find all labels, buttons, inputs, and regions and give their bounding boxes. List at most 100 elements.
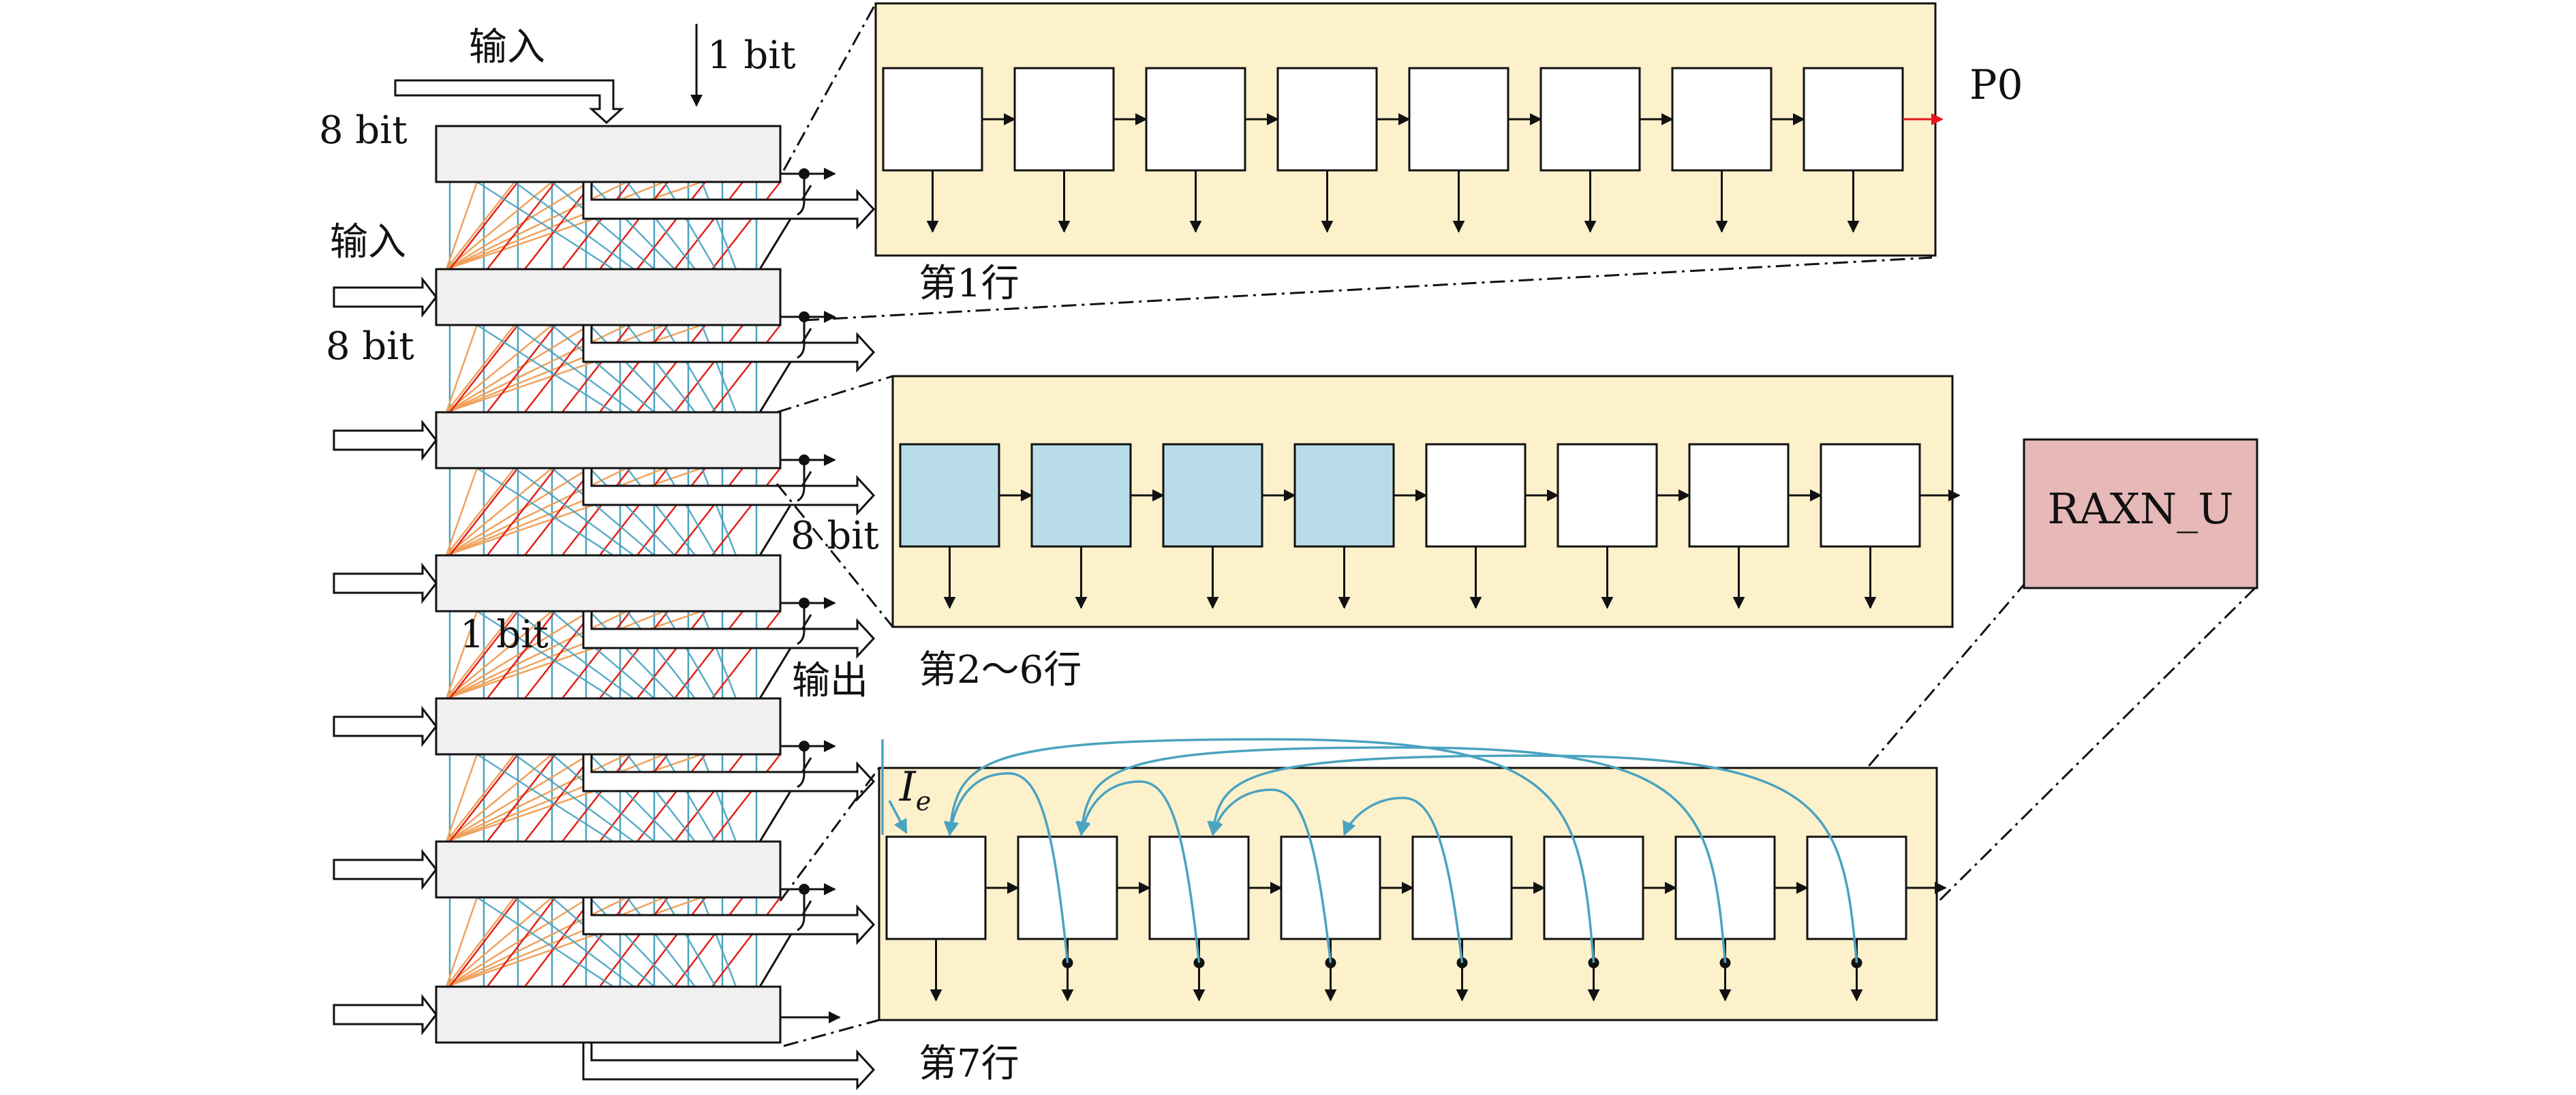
input-hollow-arrow [333, 705, 438, 747]
output-label: 输出 [792, 659, 868, 703]
teal-diagonal-link [663, 611, 717, 699]
register-row [333, 840, 876, 945]
orange-link [445, 754, 478, 842]
cell [1539, 67, 1641, 172]
teal-diagonal-link [476, 181, 614, 271]
teal-diagonal-link [626, 611, 696, 699]
ie-arrow [888, 800, 908, 834]
orange-link [446, 610, 590, 700]
red-link [599, 181, 669, 270]
red-link [487, 754, 556, 842]
teal-diagonal-link [551, 181, 655, 270]
output-hollow-arrow [582, 181, 876, 230]
register-row [333, 697, 876, 802]
output-hollow-arrow [582, 610, 876, 659]
feedback-line [797, 460, 806, 502]
cell [1425, 443, 1527, 548]
orange-link [445, 897, 478, 987]
red-link [487, 181, 556, 270]
orange-link [446, 324, 515, 413]
orange-link [445, 181, 478, 270]
orange-link [445, 324, 478, 413]
teal-diagonal-link [589, 324, 675, 413]
cell [1162, 443, 1263, 548]
orange-link [446, 754, 515, 842]
teal-diagonal-link [551, 897, 655, 987]
teal-diagonal-link [551, 611, 655, 699]
red-link [524, 754, 594, 842]
red-link [711, 611, 781, 699]
red-link [711, 181, 781, 270]
red-link [524, 611, 594, 699]
output-hollow-arrow [582, 467, 876, 516]
teal-diagonal-link [514, 753, 634, 843]
red-link [524, 324, 594, 413]
cell [1017, 835, 1118, 940]
register-box [435, 697, 782, 756]
orange-link [446, 611, 515, 699]
teal-diagonal-link [626, 467, 696, 556]
input-left-label: 输入 [330, 220, 406, 264]
teal-diagonal-link [701, 181, 737, 270]
red-link [524, 467, 594, 556]
orange-link [446, 324, 665, 414]
network-layer [445, 181, 812, 271]
output-hollow-arrow [582, 896, 876, 945]
panel-caption: 第1行 [919, 262, 1019, 306]
red-link [524, 181, 594, 270]
network-layer [445, 753, 812, 843]
teal-diagonal-link [476, 324, 614, 414]
feedback-line [797, 317, 806, 359]
feedback-curve [945, 772, 1069, 963]
orange-link [446, 610, 665, 700]
teal-diagonal-link [589, 611, 675, 699]
annotation-labels: 输入 1 bit 8 bit 输入 8 bit 8 bit 1 bit 输出 P… [319, 25, 2023, 816]
red-link [637, 324, 706, 413]
cell [1280, 835, 1381, 940]
red-link [599, 897, 669, 987]
teal-diagonal-link [476, 896, 614, 988]
cell [1013, 67, 1115, 172]
teal-diagonal-link [626, 754, 696, 842]
teal-diagonal-link [701, 754, 737, 842]
cell [1293, 443, 1395, 548]
top-input-hollow-arrow [394, 79, 624, 125]
cell [1820, 443, 1921, 548]
red-link [637, 754, 706, 842]
orange-link [446, 324, 628, 414]
cell [882, 67, 983, 172]
output-hollow-arrow [582, 753, 876, 802]
orange-link [446, 181, 665, 271]
orange-link [446, 753, 665, 843]
red-link [487, 611, 556, 699]
red-link [524, 897, 594, 987]
teal-diagonal-link [476, 467, 614, 557]
register-row [333, 985, 876, 1090]
orange-link [446, 181, 590, 271]
red-link [487, 897, 556, 987]
feedback-curve [1075, 746, 1727, 963]
cell [1806, 835, 1907, 940]
cell [1671, 67, 1773, 172]
feedback-curve [943, 738, 1595, 963]
red-link [449, 611, 519, 699]
cell [1688, 443, 1790, 548]
red-link [449, 467, 519, 556]
orange-link [446, 467, 590, 557]
cell [1411, 835, 1513, 940]
orange-link [446, 467, 628, 557]
register-box [435, 554, 782, 613]
red-link [562, 754, 631, 842]
teal-diagonal-link [701, 611, 737, 699]
feedback-line [797, 746, 806, 788]
feedback-curve [1209, 788, 1332, 963]
red-link [599, 324, 669, 413]
red-link [637, 181, 706, 270]
input-hollow-arrow [333, 562, 438, 604]
register-stack [333, 24, 876, 1090]
teal-diagonal-link [476, 610, 614, 700]
cell [1557, 443, 1658, 548]
register-box [435, 268, 782, 326]
teal-diagonal-link [701, 467, 737, 556]
